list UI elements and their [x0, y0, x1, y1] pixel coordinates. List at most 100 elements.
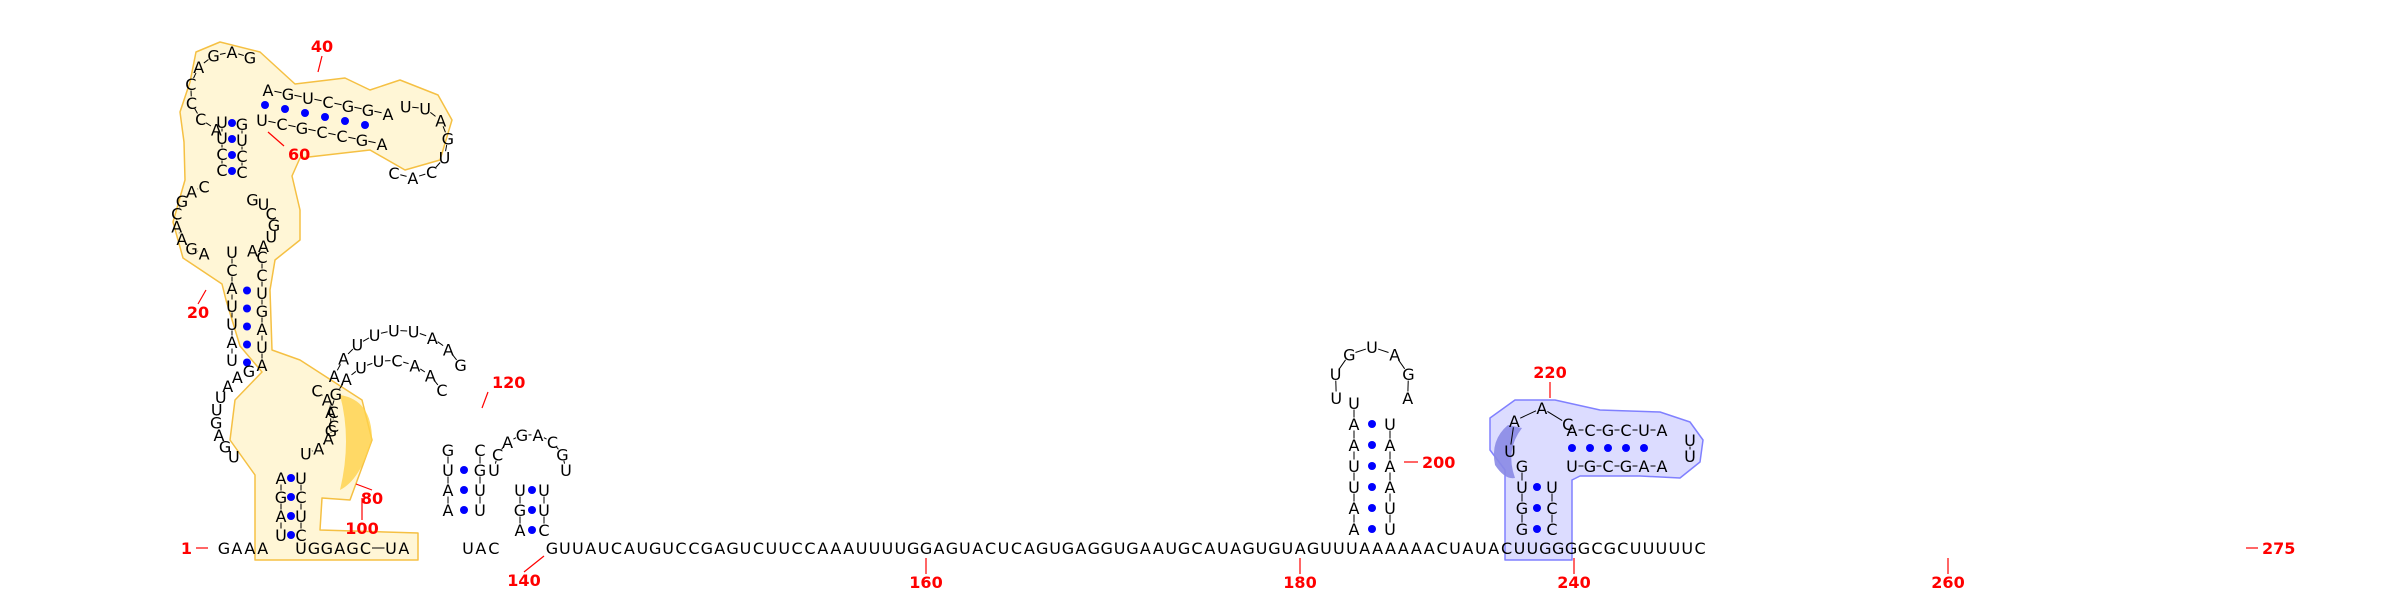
nucleotide: G — [1126, 539, 1138, 558]
nucleotide: C — [226, 261, 237, 280]
base-pair-dot — [1533, 483, 1541, 491]
backbone-link — [403, 362, 408, 363]
nucleotide: G — [1242, 539, 1254, 558]
nucleotide: U — [1668, 539, 1680, 558]
nucleotide: C — [611, 539, 622, 558]
nucleotide: A — [334, 539, 345, 558]
position-label: 60 — [288, 145, 310, 164]
nucleotide: A — [227, 43, 238, 62]
base-pair-dot — [460, 486, 468, 494]
nucleotide: G — [726, 539, 738, 558]
nucleotide: G — [244, 48, 256, 67]
nucleotide: A — [1462, 539, 1473, 558]
base-pair-dot — [287, 512, 295, 520]
nucleotide: U — [1514, 539, 1526, 558]
nucleotide: G — [1307, 539, 1319, 558]
nucleotide: U — [226, 351, 238, 370]
nucleotide: U — [1504, 442, 1516, 461]
nucleotide: A — [533, 426, 544, 445]
nucleotide: U — [1165, 539, 1177, 558]
nucleotide: A — [276, 507, 287, 526]
backbone-link — [419, 174, 425, 176]
nucleotide: U — [1366, 338, 1378, 357]
nucleotide: C — [1437, 539, 1448, 558]
nucleotide: A — [1349, 499, 1360, 518]
nucleotide: A — [1153, 539, 1164, 558]
nucleotide: G — [362, 101, 374, 120]
nucleotide: A — [1402, 389, 1413, 408]
nucleotide: A — [325, 403, 336, 422]
base-pair-dot — [1368, 462, 1376, 470]
backbone-link — [1355, 349, 1365, 352]
position-label: 100 — [345, 519, 378, 538]
nucleotide: G — [1062, 539, 1074, 558]
nucleotide: G — [1268, 539, 1280, 558]
nucleotide: G — [356, 131, 368, 150]
nucleotide: A — [1567, 421, 1578, 440]
nucleotide: U — [765, 539, 777, 558]
nucleotide: A — [502, 433, 513, 452]
position-label: 120 — [492, 373, 525, 392]
nucleotide: U — [662, 539, 674, 558]
nucleotide: U — [572, 539, 584, 558]
position-tick — [198, 290, 206, 304]
nucleotide: A — [443, 481, 454, 500]
position-label: 180 — [1283, 573, 1316, 592]
nucleotide: G — [1565, 539, 1577, 558]
nucleotide: C — [195, 110, 206, 129]
base-pair-dot — [1533, 504, 1541, 512]
nucleotide: A — [1075, 539, 1086, 558]
backbone-link — [367, 363, 372, 365]
backbone-link — [420, 334, 426, 336]
nucleotide: C — [436, 381, 447, 400]
nucleotide: G — [474, 461, 486, 480]
nucleotide: C — [538, 521, 549, 540]
nucleotide: A — [1536, 399, 1547, 418]
nucleotide: U — [998, 539, 1010, 558]
base-pair-dot — [281, 105, 289, 113]
nucleotide: G — [207, 47, 219, 66]
nucleotide: G — [325, 421, 337, 440]
nucleotide: C — [1620, 421, 1631, 440]
nucleotide: A — [817, 539, 828, 558]
nucleotide: G — [454, 356, 466, 375]
nucleotide: G — [218, 539, 230, 558]
nucleotide: C — [1602, 457, 1613, 476]
nucleotide: G — [296, 119, 308, 138]
nucleotide: A — [232, 368, 243, 387]
nucleotide: A — [427, 329, 438, 348]
nucleotide: A — [1657, 457, 1668, 476]
nucleotide: A — [435, 111, 446, 130]
nucleotide: A — [1385, 436, 1396, 455]
position-label: 240 — [1557, 573, 1590, 592]
nucleotide: C — [753, 539, 764, 558]
nucleotide: G — [1578, 539, 1590, 558]
nucleotide: U — [1348, 394, 1360, 413]
base-pair-dot — [243, 323, 251, 331]
nucleotide: A — [377, 135, 388, 154]
base-pair-dot — [1368, 504, 1376, 512]
nucleotide: A — [1024, 539, 1035, 558]
nucleotide: G — [236, 115, 248, 134]
nucleotide: C — [388, 164, 399, 183]
nucleotide: A — [1349, 415, 1360, 434]
nucleotide: C — [804, 539, 815, 558]
nucleotide: C — [295, 526, 306, 545]
nucleotide: C — [675, 539, 686, 558]
nucleotide: C — [1501, 539, 1512, 558]
nucleotide: U — [1320, 539, 1332, 558]
position-label: 220 — [1533, 363, 1566, 382]
nucleotide: G — [1552, 539, 1564, 558]
nucleotide: U — [1346, 539, 1358, 558]
base-pair-dot — [1622, 444, 1630, 452]
nucleotide: A — [443, 501, 454, 520]
nucleotide: A — [1389, 346, 1400, 365]
nucleotide: U — [295, 507, 307, 526]
nucleotide: U — [388, 321, 400, 340]
nucleotide: G — [1516, 499, 1528, 518]
base-pair-dot — [528, 506, 536, 514]
nucleotide: C — [295, 488, 306, 507]
nucleotide: U — [1630, 539, 1642, 558]
nucleotide: A — [329, 367, 340, 386]
nucleotide: A — [193, 58, 204, 77]
